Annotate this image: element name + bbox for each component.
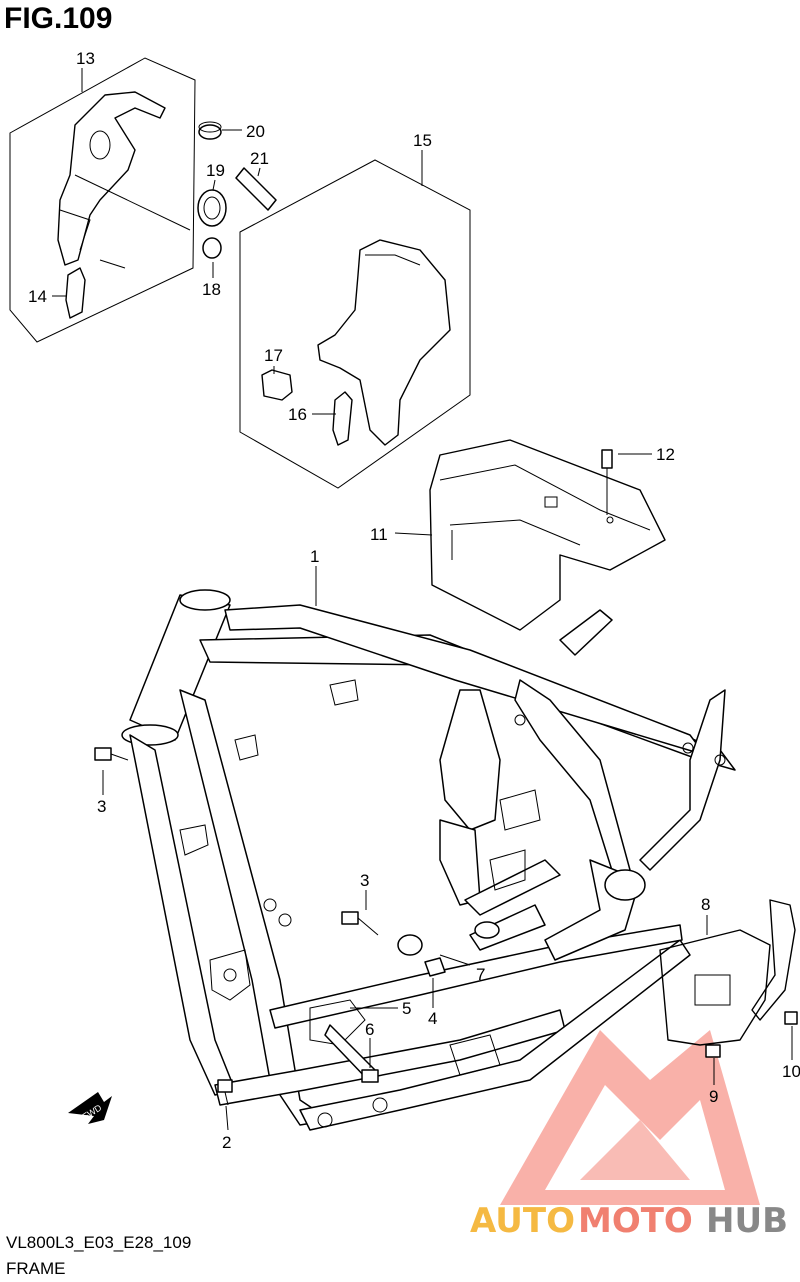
bolts-nuts-group [94,747,446,1106]
callout-19: 19 [206,161,225,180]
callout-2: 2 [222,1133,231,1152]
callout-8: 8 [701,895,710,914]
callout-9: 9 [709,1087,718,1106]
callout-14: 14 [28,287,47,306]
callout-20: 20 [246,122,265,141]
callout-13: 13 [76,49,95,68]
figure-title: FIG.109 [4,2,113,35]
watermark-text: AUTO MOTO HUB [470,1201,788,1241]
callout-5: 5 [402,999,411,1018]
part-8-bracket [659,899,798,1058]
callout-7: 7 [476,965,485,984]
watermark-moto: MOTO [578,1201,693,1241]
grommets-group [197,121,277,259]
callout-3-left: 3 [97,797,106,816]
part-1-main-frame [121,589,736,1131]
callout-10: 10 [782,1062,800,1081]
callout-18: 18 [202,280,221,299]
fwd-arrow-icon: FWD [68,1092,112,1124]
figure-name: FRAME [6,1259,66,1278]
watermark-auto: AUTO [470,1201,575,1241]
figure-code: VL800L3_E03_E28_109 [6,1233,192,1252]
callout-21: 21 [250,149,269,168]
callout-1: 1 [310,547,319,566]
callout-6: 6 [365,1020,374,1039]
callout-3-center: 3 [360,871,369,890]
watermark-logo [500,1030,760,1205]
callout-11: 11 [370,525,388,544]
part-13-shroud-group [9,57,196,343]
callout-15: 15 [413,131,432,150]
leader-lines [52,68,793,1131]
callout-16: 16 [288,405,307,424]
part-15-cover-group [239,159,471,489]
part-11-battery-box [429,439,666,631]
callout-12: 12 [656,445,675,464]
watermark-hub: HUB [706,1201,788,1241]
part-12-bolt [601,449,613,515]
callout-4: 4 [428,1009,437,1028]
callout-labels: 13 14 20 19 21 18 15 17 16 12 11 1 3 3 4… [28,49,800,1152]
callout-17: 17 [264,346,283,365]
